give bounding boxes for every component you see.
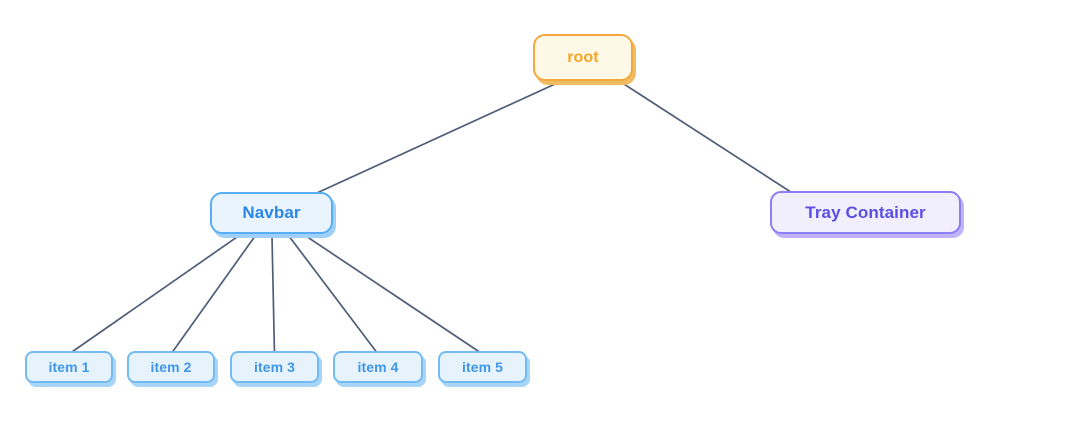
- node-item-4[interactable]: item 4: [333, 351, 423, 383]
- node-tray-container[interactable]: Tray Container: [770, 191, 961, 234]
- node-label: Tray Container: [805, 202, 926, 222]
- edge-root-tray-container: [609, 74, 801, 199]
- node-label: item 1: [48, 359, 90, 375]
- node-label: Navbar: [242, 203, 301, 222]
- edge-navbar-item-5: [270, 212, 484, 355]
- edge-root-navbar: [294, 67, 591, 204]
- node-navbar[interactable]: Navbar: [210, 192, 333, 234]
- node-label: item 4: [357, 359, 399, 375]
- node-label: root: [567, 48, 599, 66]
- node-item-3[interactable]: item 3: [230, 351, 319, 383]
- edge-navbar-item-2: [170, 212, 273, 355]
- edge-navbar-item-3: [270, 212, 276, 355]
- edge-navbar-item-4: [270, 212, 379, 355]
- node-root[interactable]: root: [533, 34, 633, 81]
- node-item-1[interactable]: item 1: [25, 351, 113, 383]
- node-item-2[interactable]: item 2: [127, 351, 215, 383]
- node-label: item 2: [150, 359, 192, 375]
- node-label: item 3: [253, 359, 296, 375]
- edge-navbar-item-1: [68, 212, 273, 355]
- node-label: item 5: [461, 359, 504, 375]
- node-item-5[interactable]: item 5: [438, 351, 527, 383]
